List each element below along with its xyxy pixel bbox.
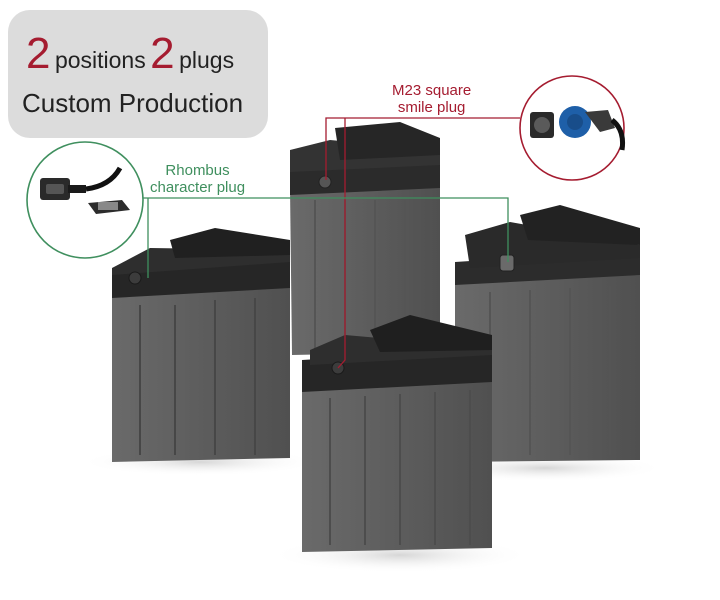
banner-headline: 2 positions 2 plugs [26, 32, 234, 76]
m23-callout-lines [325, 117, 520, 369]
rhombus-plug-icon [26, 141, 144, 259]
battery-right [455, 205, 640, 462]
battery-left [112, 228, 290, 462]
rhombus-callout-lines [110, 197, 509, 278]
rhombus-label-line2: character plug [150, 179, 246, 196]
battery-back [290, 122, 440, 355]
m23-label-line2: smile plug [397, 99, 466, 116]
m23-plug-icon [519, 75, 625, 181]
plugs-count: 2 [150, 29, 175, 78]
title-banner: 2 positions 2 plugs Custom Production [8, 10, 268, 138]
plugs-label: plugs [179, 47, 235, 73]
positions-label: positions [54, 47, 146, 73]
m23-label-line1: M23 square [392, 82, 472, 99]
rhombus-callout-label: Rhombus character plug [150, 162, 245, 196]
positions-count: 2 [26, 29, 51, 78]
battery-front [302, 315, 492, 552]
m23-callout-label: M23 square smile plug [392, 82, 471, 116]
banner-subtitle: Custom Production [22, 88, 244, 118]
rhombus-label-line1: Rhombus [165, 162, 230, 179]
